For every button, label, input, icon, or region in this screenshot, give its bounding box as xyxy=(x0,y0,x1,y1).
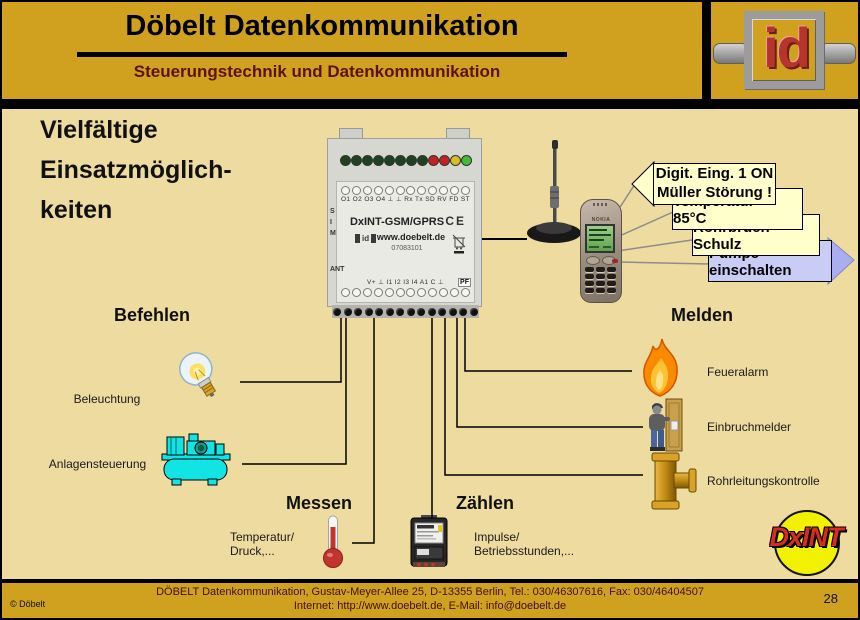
phone-screen xyxy=(585,224,615,253)
label-feueralarm: Feueralarm xyxy=(707,365,769,379)
page-subtitle: Steuerungstechnik und Datenkommunikation xyxy=(133,62,501,81)
thermometer-icon xyxy=(323,515,343,568)
light-bulb-icon xyxy=(179,352,217,398)
mobile-phone: NOKIA xyxy=(580,199,622,303)
phone-brand: NOKIA xyxy=(591,217,611,223)
footer: DÖBELT Datenkommunikation, Gustav-Meyer-… xyxy=(2,583,858,618)
dxint-logo-circle xyxy=(774,510,840,576)
footer-copyright: © Döbelt xyxy=(10,599,46,609)
antenna-icon xyxy=(527,140,581,243)
slide-title: Vielfältige Einsatzmöglich- keiten xyxy=(40,116,232,224)
logo-frame xyxy=(744,11,824,89)
company-logo: id xyxy=(711,2,858,99)
device-sim-label: S I M xyxy=(330,208,336,237)
dxint-device: O1 O2 O3 O4 ⊥ ⊥ Rx Tx SD RV FD ST S I M … xyxy=(327,128,482,318)
device-website: www.doebelt.de xyxy=(376,232,446,242)
label-beleuchtung: Beleuchtung xyxy=(73,392,141,406)
pipe-icon xyxy=(651,452,697,510)
label-messen-items: Temperatur/ Druck,... xyxy=(230,530,295,558)
device-name: DxINT-GSM/GPRS xyxy=(349,216,445,228)
page-number: 28 xyxy=(823,591,838,606)
footer-top-rule xyxy=(2,579,858,583)
heading-messen: Messen xyxy=(285,493,353,513)
device-label-plate: O1 O2 O3 O4 ⊥ ⊥ Rx Tx SD RV FD ST S I M … xyxy=(330,181,475,303)
device-terminal-labels-top: O1 O2 O3 O4 ⊥ ⊥ Rx Tx SD RV FD ST xyxy=(340,196,471,203)
fire-icon xyxy=(643,338,678,397)
header-divider xyxy=(702,2,711,99)
phone-keypad xyxy=(585,267,617,293)
phone-end-key xyxy=(612,259,618,263)
label-rohrleitungskontrolle: Rohrleitungskontrolle xyxy=(707,474,820,488)
device-body: O1 O2 O3 O4 ⊥ ⊥ Rx Tx SD RV FD ST S I M … xyxy=(327,138,482,318)
heading-melden: Melden xyxy=(670,305,733,325)
header-bottom-rule xyxy=(2,99,858,109)
page-title: Döbelt Datenkommunikation xyxy=(125,10,519,42)
logo-id-text: id xyxy=(763,16,811,79)
device-id-mark: id xyxy=(355,234,377,243)
title-underline xyxy=(77,52,567,57)
heading-zaehlen: Zählen xyxy=(455,493,514,513)
dxint-logo: DxINT xyxy=(754,508,858,578)
phone-earpiece xyxy=(593,203,609,206)
footer-address: DÖBELT Datenkommunikation, Gustav-Meyer-… xyxy=(156,586,704,598)
device-pf-label: PF xyxy=(458,278,471,287)
device-screw-terminals xyxy=(332,305,479,318)
burglar-icon xyxy=(649,398,683,452)
device-terminals-top xyxy=(341,186,470,195)
meter-icon xyxy=(410,515,448,567)
weee-bin-icon xyxy=(452,234,466,254)
footer-contact: Internet: http://www.doebelt.de, E-Mail:… xyxy=(293,600,567,612)
device-ant-label: ANT xyxy=(330,266,345,273)
heading-befehlen: Befehlen xyxy=(113,305,191,325)
device-serial: 07083101 xyxy=(391,245,423,252)
message-bubble-1: Digit. Eing. 1 ON Müller Störung ! xyxy=(653,163,776,205)
device-led-row xyxy=(340,155,472,166)
ce-mark: CE xyxy=(445,214,466,228)
dxint-logo-text: DxINT xyxy=(769,522,843,552)
label-einbruchmelder: Einbruchmelder xyxy=(707,420,792,434)
label-anlagensteuerung: Anlagensteuerung xyxy=(48,457,147,471)
device-terminals-bottom xyxy=(341,288,470,297)
label-zaehlen-items: Impulse/ Betriebsstunden,... xyxy=(474,530,575,558)
header: Döbelt Datenkommunikation Steuerungstech… xyxy=(2,2,858,99)
machine-icon xyxy=(161,433,231,486)
device-terminal-labels-bottom: V+ ⊥ I1 I2 I3 I4 A1 C ⊥ xyxy=(366,279,445,286)
